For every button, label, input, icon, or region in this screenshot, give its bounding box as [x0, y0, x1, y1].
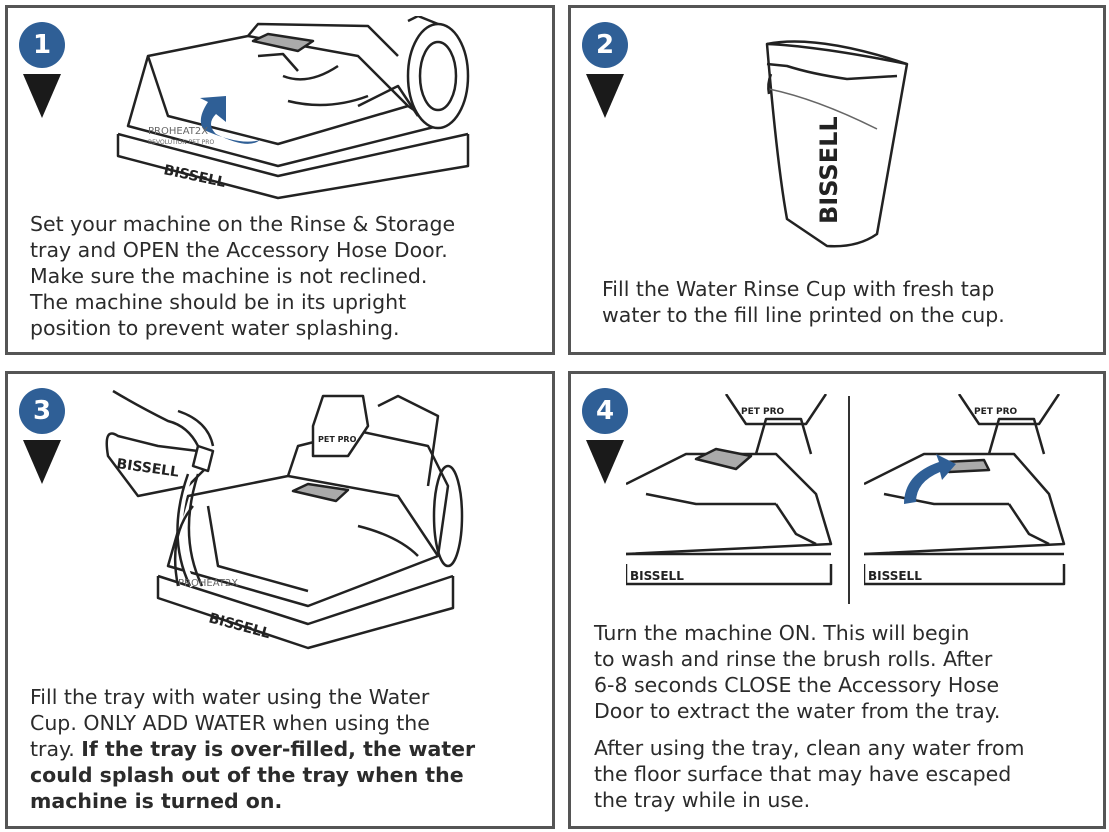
- model-sub-label: REVOLUTION PET PRO: [148, 139, 214, 146]
- text-line: Turn the machine ON. This will begin: [594, 621, 970, 645]
- text-line: the tray while in use.: [594, 788, 811, 812]
- text-line: The machine should be in its upright: [30, 290, 407, 314]
- step-1-text: Set your machine on the Rinse & Storage …: [30, 211, 455, 341]
- machine-door-closed-illustration: PET PRO BISSELL: [864, 394, 1066, 586]
- warning-text: could splash out of the tray when the: [30, 763, 464, 787]
- step-4-badge: 4: [582, 388, 628, 486]
- pet-pro-label: PET PRO: [741, 407, 785, 417]
- brand-label: BISSELL: [207, 610, 272, 642]
- down-triangle-icon: [23, 440, 61, 484]
- step-3-text: Fill the tray with water using the Water…: [30, 684, 475, 814]
- step-2-text: Fill the Water Rinse Cup with fresh tap …: [602, 276, 1005, 328]
- text-line: Door to extract the water from the tray.: [594, 699, 1001, 723]
- text-line: tray and OPEN the Accessory Hose Door.: [30, 238, 448, 262]
- down-triangle-icon: [586, 74, 624, 118]
- warning-text: machine is turned on.: [30, 789, 283, 813]
- step-4-panel: 4 PET PRO BISSELL PET PRO B: [568, 371, 1106, 829]
- pet-pro-label: PET PRO: [318, 435, 357, 444]
- step-1-badge: 1: [19, 22, 65, 120]
- cup-brand-label: BISSELL: [815, 116, 843, 224]
- step-3-panel: 3 BISSELL BISSELL PROHEAT2X PET PRO Fill: [5, 371, 555, 829]
- step-4-text: Turn the machine ON. This will begin to …: [594, 620, 1000, 724]
- pet-pro-label: PET PRO: [974, 407, 1018, 417]
- text-line: Fill the tray with water using the Water: [30, 685, 430, 709]
- text-line: the floor surface that may have escaped: [594, 762, 1012, 786]
- text-line: to wash and rinse the brush rolls. After: [594, 647, 993, 671]
- text-line: position to prevent water splashing.: [30, 316, 400, 340]
- text-line: After using the tray, clean any water fr…: [594, 736, 1025, 760]
- text-line: Fill the Water Rinse Cup with fresh tap: [602, 277, 995, 301]
- model-label: PROHEAT2X: [148, 126, 208, 137]
- close-arrow-icon: [904, 454, 956, 504]
- brand-label: BISSELL: [868, 569, 922, 583]
- down-triangle-icon: [23, 74, 61, 118]
- model-label: PROHEAT2X: [178, 578, 238, 589]
- brand-label: BISSELL: [630, 569, 684, 583]
- step-2-panel: 2 BISSELL Fill the Water Rinse Cup with …: [568, 5, 1106, 355]
- text-line: Set your machine on the Rinse & Storage: [30, 212, 456, 236]
- machine-on-tray-illustration: BISSELL PROHEAT2X REVOLUTION PET PRO: [116, 16, 470, 200]
- machine-door-open-illustration: PET PRO BISSELL: [626, 394, 833, 586]
- down-triangle-icon: [586, 440, 624, 484]
- step-number: 2: [582, 22, 628, 68]
- step-number: 3: [19, 388, 65, 434]
- text-line: Make sure the machine is not reclined.: [30, 264, 428, 288]
- brand-label: BISSELL: [162, 162, 227, 191]
- step-2-badge: 2: [582, 22, 628, 120]
- text-line: tray.: [30, 737, 75, 761]
- step-number: 1: [19, 22, 65, 68]
- warning-text: If the tray is over-filled, the water: [81, 737, 476, 761]
- text-line: water to the fill line printed on the cu…: [602, 303, 1005, 327]
- step-1-panel: 1 BISSELL PROHEAT2X REVOLUTION PET PRO S…: [5, 5, 555, 355]
- water-rinse-cup-illustration: BISSELL: [765, 40, 909, 248]
- step-number: 4: [582, 388, 628, 434]
- step-4-followup-text: After using the tray, clean any water fr…: [594, 735, 1024, 813]
- text-line: 6-8 seconds CLOSE the Accessory Hose: [594, 673, 1000, 697]
- step-3-badge: 3: [19, 388, 65, 486]
- text-line: Cup. ONLY ADD WATER when using the: [30, 711, 430, 735]
- pour-water-into-tray-illustration: BISSELL BISSELL PROHEAT2X PET PRO: [105, 389, 464, 650]
- divider: [848, 396, 850, 604]
